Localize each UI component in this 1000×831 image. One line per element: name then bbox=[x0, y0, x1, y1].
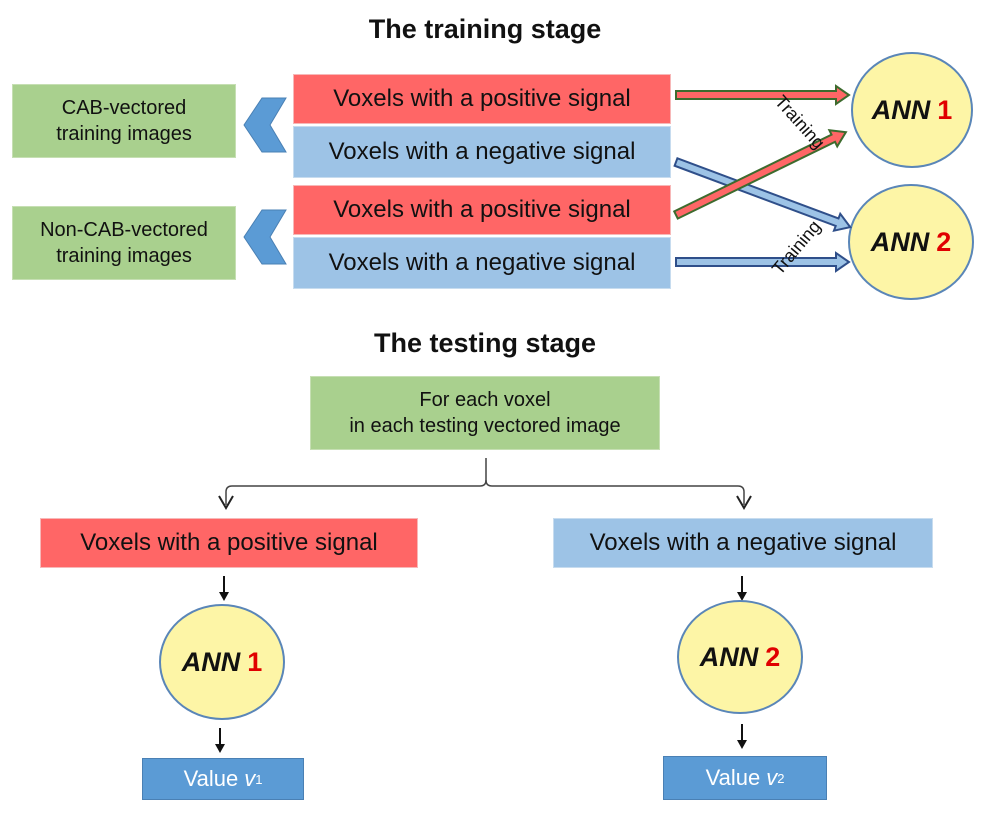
testing-positive-signal: Voxels with a positive signal bbox=[40, 518, 418, 568]
arrow-down-icon bbox=[219, 576, 229, 601]
training-negative-signal-2: Voxels with a negative signal bbox=[293, 237, 671, 289]
source-label-line2: training images bbox=[56, 245, 192, 267]
testing-input-line1: For each voxel bbox=[419, 389, 551, 411]
chevron-left-icon bbox=[243, 97, 287, 153]
value-subscript: 1 bbox=[255, 771, 263, 787]
testing-split-connector bbox=[225, 458, 745, 505]
value-var: v bbox=[244, 766, 256, 791]
ann-number: 1 bbox=[937, 94, 953, 125]
arrow-down-icon bbox=[218, 495, 234, 510]
source-label-line1: CAB-vectored bbox=[61, 97, 187, 119]
training-stage-title: The training stage bbox=[368, 14, 602, 44]
training-arrow-pos2-ann1 bbox=[672, 128, 848, 220]
training-arrow-neg2-ann2 bbox=[675, 251, 851, 273]
testing-input-box: For each voxel in each testing vectored i… bbox=[310, 376, 660, 450]
value-label: Value bbox=[705, 765, 761, 790]
ann-name: ANN bbox=[181, 646, 241, 677]
arrow-down-icon bbox=[737, 576, 747, 601]
ann-name: ANN bbox=[870, 226, 930, 257]
arrow-down-icon bbox=[215, 728, 225, 753]
ann-number: 1 bbox=[247, 646, 263, 677]
source-label-line1: Non-CAB-vectored bbox=[40, 219, 208, 241]
value-subscript: 2 bbox=[777, 770, 785, 786]
ann-number: 2 bbox=[765, 641, 781, 672]
value-label: Value bbox=[183, 766, 239, 791]
training-positive-signal-1: Voxels with a positive signal bbox=[293, 74, 671, 124]
ann-name: ANN bbox=[699, 641, 759, 672]
testing-input-line2: in each testing vectored image bbox=[349, 415, 621, 437]
arrow-down-icon bbox=[737, 724, 747, 749]
arrow-down-icon bbox=[736, 495, 752, 510]
chevron-left-icon bbox=[243, 209, 287, 265]
non-cab-training-images-box: Non-CAB-vectored training images bbox=[12, 206, 236, 280]
testing-negative-signal: Voxels with a negative signal bbox=[553, 518, 933, 568]
value-var: v bbox=[766, 765, 778, 790]
training-negative-signal-1: Voxels with a negative signal bbox=[293, 126, 671, 178]
cab-training-images-box: CAB-vectored training images bbox=[12, 84, 236, 158]
training-arrow-pos1-ann1 bbox=[675, 84, 851, 106]
training-arrow-neg1-ann2 bbox=[673, 156, 852, 233]
training-positive-signal-2: Voxels with a positive signal bbox=[293, 185, 671, 235]
testing-stage-title: The testing stage bbox=[373, 328, 597, 358]
ann-number: 2 bbox=[936, 226, 952, 257]
source-label-line2: training images bbox=[56, 123, 192, 145]
ann-name: ANN bbox=[871, 94, 931, 125]
